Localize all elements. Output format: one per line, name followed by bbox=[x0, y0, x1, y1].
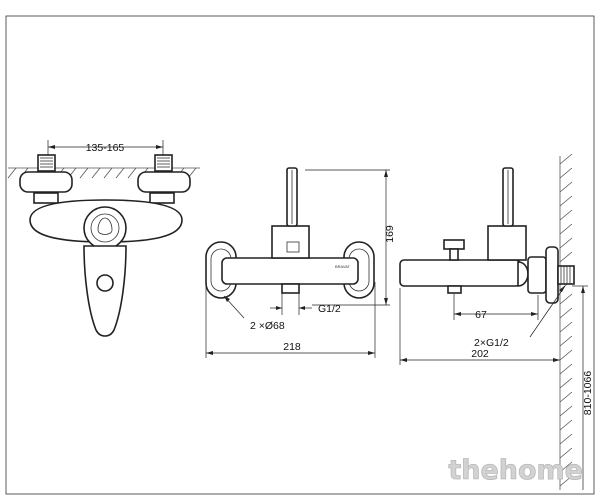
dimension-front-width: 218 bbox=[206, 341, 375, 355]
front-view: 169 BRAVAT 2 ×Ø68 bbox=[205, 167, 396, 358]
outlet-nozzle-front bbox=[281, 283, 300, 294]
mixer-body-front bbox=[221, 257, 359, 285]
side-view: 67 2×G1/2 202 810-1066 bbox=[399, 153, 594, 490]
dimension-total-height: 169 bbox=[384, 170, 396, 305]
dimension-flange-diameter: 2 ×Ø68 bbox=[223, 295, 285, 332]
wall-hatch-right bbox=[559, 153, 573, 490]
drawing-frame bbox=[5, 15, 595, 495]
wall-connector-side bbox=[517, 246, 575, 304]
label-inlet-spacing: 135-165 bbox=[86, 142, 125, 154]
label-inlet-threads: 2×G1/2 bbox=[474, 337, 509, 349]
dimension-outlet-offset: 67 bbox=[454, 309, 538, 321]
dimension-inlet-spacing: 135-165 bbox=[47, 140, 164, 156]
label-total-height: 169 bbox=[384, 225, 396, 243]
diverter-knob bbox=[443, 239, 465, 261]
cartridge-housing-side bbox=[487, 225, 527, 261]
right-eccentric-connector bbox=[137, 154, 191, 204]
label-front-width: 218 bbox=[283, 341, 301, 353]
label-side-depth: 202 bbox=[471, 348, 489, 360]
dimension-outlet-thread: G1/2 bbox=[270, 293, 341, 315]
watermark-text: thehome bbox=[448, 455, 583, 486]
brand-mark: BRAVAT bbox=[335, 264, 351, 269]
outlet-nozzle-side bbox=[447, 285, 462, 294]
cartridge-dome bbox=[83, 206, 127, 250]
handle-button bbox=[96, 274, 114, 292]
top-view: 135-165 bbox=[7, 140, 200, 337]
label-flange-diameter: 2 ×Ø68 bbox=[250, 320, 285, 332]
label-outlet-offset: 67 bbox=[475, 309, 487, 321]
mixer-body-side bbox=[399, 259, 521, 287]
label-mounting-height: 810-1066 bbox=[582, 371, 594, 416]
dimension-inlet-threads: 2×G1/2 bbox=[474, 285, 566, 349]
label-outlet-thread: G1/2 bbox=[318, 303, 341, 315]
dimension-side-depth: 202 bbox=[400, 348, 560, 362]
dimension-mounting-height: 810-1066 bbox=[581, 286, 594, 490]
left-eccentric-connector bbox=[19, 154, 73, 204]
